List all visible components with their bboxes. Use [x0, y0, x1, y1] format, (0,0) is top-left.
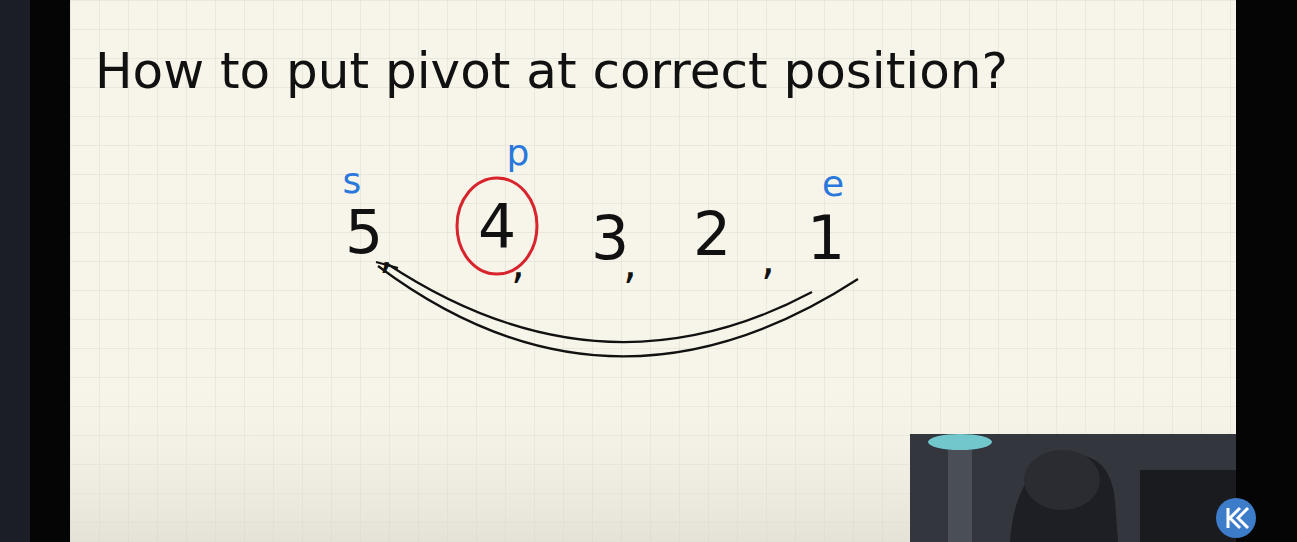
array-value: 2 [693, 199, 731, 269]
pointer-label: p [507, 132, 530, 173]
array-value: 5 [345, 197, 383, 267]
array-value: 1 [807, 203, 845, 273]
paper [70, 0, 1236, 542]
title: How to put pivot at correct position? [95, 42, 1008, 100]
separator: , [623, 237, 637, 288]
array-value: 4 [478, 196, 516, 256]
pointer-label: s [343, 160, 362, 201]
pivot-circle: 4 [455, 176, 539, 276]
pointer-label: e [822, 163, 844, 204]
webcam-feed [910, 434, 1236, 542]
separator: , [761, 233, 775, 284]
swap-arc [386, 263, 812, 342]
channel-logo [1216, 498, 1256, 538]
node-text-wrap: 4 [478, 196, 516, 256]
separator: , [379, 227, 393, 278]
